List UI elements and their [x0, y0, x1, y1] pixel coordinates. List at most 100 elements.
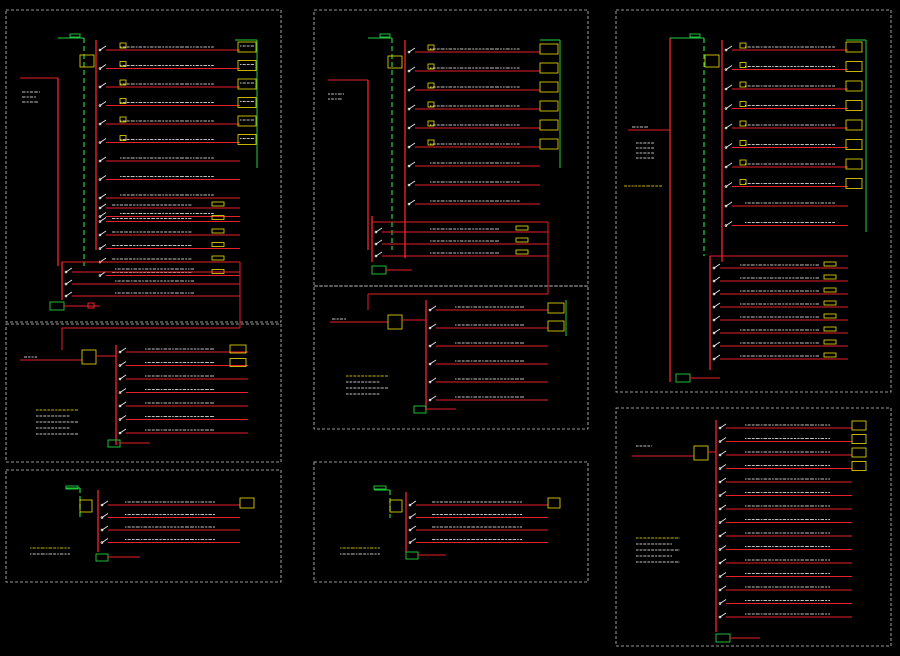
breaker-pivot: [428, 398, 432, 402]
breaker-pivot: [374, 230, 378, 234]
feeder-breaker: [98, 193, 107, 200]
feeder-breaker: [712, 289, 721, 296]
load-box: [237, 97, 257, 108]
feeder-breaker: [98, 101, 107, 107]
load-box: [237, 41, 257, 53]
breaker-pivot: [428, 362, 432, 366]
feeder-breaker: [407, 47, 416, 54]
breaker-pivot: [407, 88, 411, 92]
feeder-breaker: [118, 388, 127, 394]
breaker-pivot: [98, 206, 102, 210]
feeder-meter: [427, 44, 435, 51]
feeder-meter: [739, 101, 747, 107]
breaker-pivot: [712, 292, 716, 296]
breaker-pivot: [407, 202, 411, 206]
breaker-pivot: [118, 391, 122, 394]
load-box: [845, 100, 863, 111]
breaker-pivot: [98, 247, 102, 250]
load-box: [851, 434, 867, 444]
breaker-pivot: [408, 516, 412, 519]
breaker-pivot: [408, 503, 412, 507]
feeder-breaker: [98, 156, 107, 163]
meter-box: [95, 553, 109, 562]
feeder-breaker: [724, 143, 733, 149]
load-box: [845, 80, 863, 92]
main-breaker-box: [79, 54, 95, 68]
feeder-breaker: [64, 279, 73, 286]
feeder-meter: [739, 179, 747, 185]
breaker-pivot: [98, 122, 102, 126]
breaker-pivot: [98, 220, 102, 223]
feeder-breaker: [718, 477, 727, 484]
feeder-breaker: [98, 217, 107, 223]
load-box: [229, 344, 247, 354]
feeder-breaker: [712, 276, 721, 283]
breaker-pivot: [64, 294, 68, 298]
feeder-tag: [823, 287, 837, 293]
feeder-breaker: [407, 199, 416, 206]
feeder-breaker: [428, 305, 437, 312]
panel-frame-2: [5, 323, 282, 463]
meter-box: [675, 373, 691, 383]
breaker-pivot: [724, 87, 728, 91]
feeder-breaker: [724, 123, 733, 130]
breaker-pivot: [64, 282, 68, 286]
feeder-breaker: [718, 612, 727, 619]
breaker-pivot: [724, 165, 728, 169]
breaker-pivot: [718, 440, 722, 443]
load-box: [851, 461, 867, 471]
feeder-breaker: [712, 354, 721, 361]
spd-symbol: [87, 302, 95, 309]
feeder-breaker: [724, 182, 733, 188]
feeder-breaker: [718, 558, 727, 565]
feeder-tag: [823, 300, 837, 306]
feeder-breaker: [374, 239, 383, 246]
breaker-pivot: [718, 534, 722, 538]
breaker-pivot: [64, 270, 68, 274]
feeder-meter: [739, 140, 747, 146]
breaker-pivot: [718, 615, 722, 619]
feeder-breaker: [718, 599, 727, 605]
breaker-pivot: [408, 528, 412, 532]
feeder-tag: [211, 242, 225, 247]
breaker-pivot: [374, 254, 378, 258]
breaker-pivot: [98, 196, 102, 200]
breaker-pivot: [718, 507, 722, 511]
feeder-breaker: [408, 525, 417, 532]
feeder-breaker: [98, 64, 107, 70]
feeder-breaker: [724, 45, 733, 52]
breaker-pivot: [712, 344, 716, 348]
load-box: [237, 60, 257, 71]
panel-frame-8: [615, 407, 892, 647]
load-box: [539, 119, 559, 131]
feeder-breaker: [724, 162, 733, 169]
feeder-tag: [211, 228, 225, 234]
breaker-pivot: [407, 107, 411, 111]
feeder-meter: [119, 79, 127, 86]
load-box: [239, 497, 255, 509]
feeder-meter: [739, 159, 747, 166]
feeder-meter: [739, 42, 747, 49]
load-box: [547, 497, 561, 509]
feeder-tag: [823, 261, 837, 267]
sub-main-breaker: [81, 349, 97, 365]
breaker-pivot: [718, 494, 722, 497]
feeder-breaker: [98, 119, 107, 126]
main-breaker-box: [387, 55, 403, 69]
supply-tag: [69, 33, 81, 38]
feeder-breaker: [724, 221, 733, 227]
breaker-pivot: [407, 164, 411, 168]
breaker-pivot: [712, 305, 716, 309]
load-box: [539, 62, 559, 74]
feeder-breaker: [718, 464, 727, 470]
feeder-meter: [427, 101, 435, 108]
feeder-breaker: [718, 518, 727, 524]
feeder-breaker: [98, 203, 107, 210]
breaker-pivot: [712, 331, 716, 335]
feeder-breaker: [118, 374, 127, 381]
feeder-breaker: [100, 538, 109, 544]
breaker-pivot: [428, 344, 432, 348]
breaker-pivot: [724, 185, 728, 188]
breaker-pivot: [98, 178, 102, 181]
